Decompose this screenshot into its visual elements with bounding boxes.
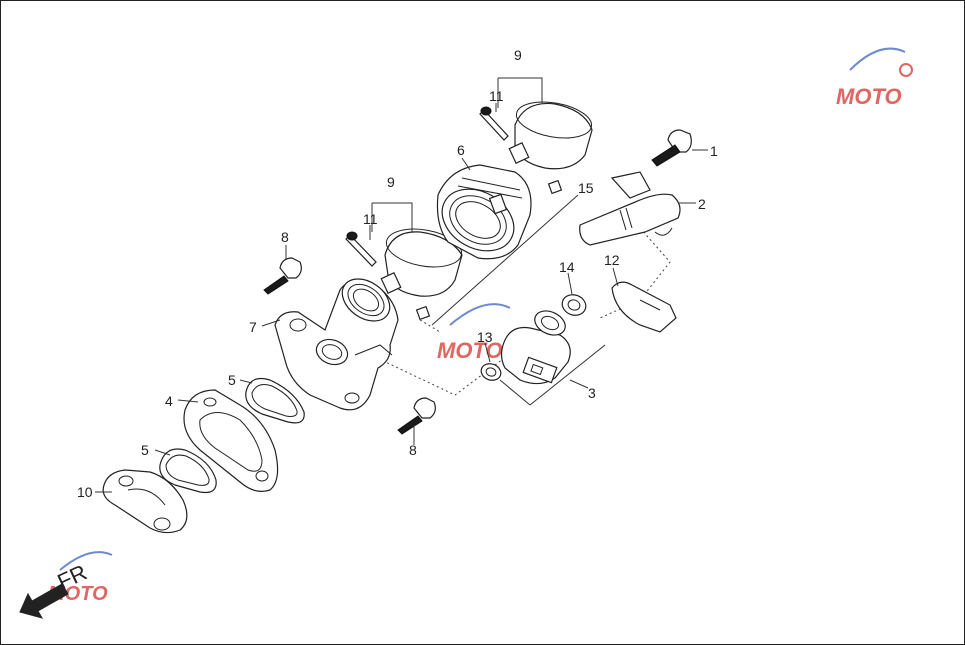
callout-11-lower: 11 (363, 211, 378, 227)
part-11-screw-upper (479, 106, 509, 141)
part-1-bolt (651, 129, 692, 167)
part-12-clip (611, 281, 677, 333)
callout-2: 2 (698, 196, 706, 212)
part-9-clamp-upper (508, 101, 593, 170)
part-3-injector (500, 310, 571, 385)
part-5-o-ring-upper (245, 377, 305, 424)
callout-labels: 1 2 3 4 5 5 6 7 8 8 9 9 10 11 11 12 13 1… (77, 47, 718, 500)
watermark-center: MOTO (437, 303, 511, 363)
callout-1: 1 (710, 143, 718, 159)
front-arrow-icon (19, 583, 69, 619)
callout-9-upper: 9 (514, 47, 522, 63)
callout-13: 13 (477, 329, 493, 345)
callout-10: 10 (77, 484, 93, 500)
callout-4: 4 (165, 393, 173, 409)
part-15-nut-a (415, 305, 431, 321)
part-10-gasket-plate (102, 469, 188, 534)
part-7-intake-manifold (274, 278, 399, 411)
part-8-bolt-upper (263, 257, 302, 295)
callout-8-lower: 8 (409, 442, 417, 458)
part-14-washer (561, 294, 587, 316)
callout-5-lower: 5 (141, 442, 149, 458)
watermark-text: MOTO (437, 338, 503, 363)
callout-15: 15 (578, 180, 594, 196)
watermark-top-right: MOTO (836, 47, 913, 109)
part-9-clamp-lower (380, 228, 463, 297)
part-15-nut-b (547, 179, 563, 195)
part-5-o-ring-lower (159, 448, 217, 494)
callout-11-upper: 11 (489, 88, 504, 104)
part-8-bolt-lower (397, 397, 436, 435)
part-13-seal (480, 363, 502, 381)
part-11-screw-lower (345, 231, 377, 267)
part-6-intake-tube (436, 164, 532, 260)
callout-6: 6 (457, 142, 465, 158)
callout-3: 3 (588, 385, 596, 401)
callout-9-lower: 9 (387, 174, 395, 190)
callout-7: 7 (249, 319, 257, 335)
callout-8-upper: 8 (281, 229, 289, 245)
callout-5-upper: 5 (228, 372, 236, 388)
leader-lines (95, 77, 708, 493)
callout-14: 14 (559, 259, 575, 275)
part-2-fuel-pipe (579, 171, 681, 246)
part-4-flange-insulator (183, 389, 279, 492)
callout-12: 12 (604, 252, 620, 268)
watermark-text: MOTO (836, 84, 902, 109)
